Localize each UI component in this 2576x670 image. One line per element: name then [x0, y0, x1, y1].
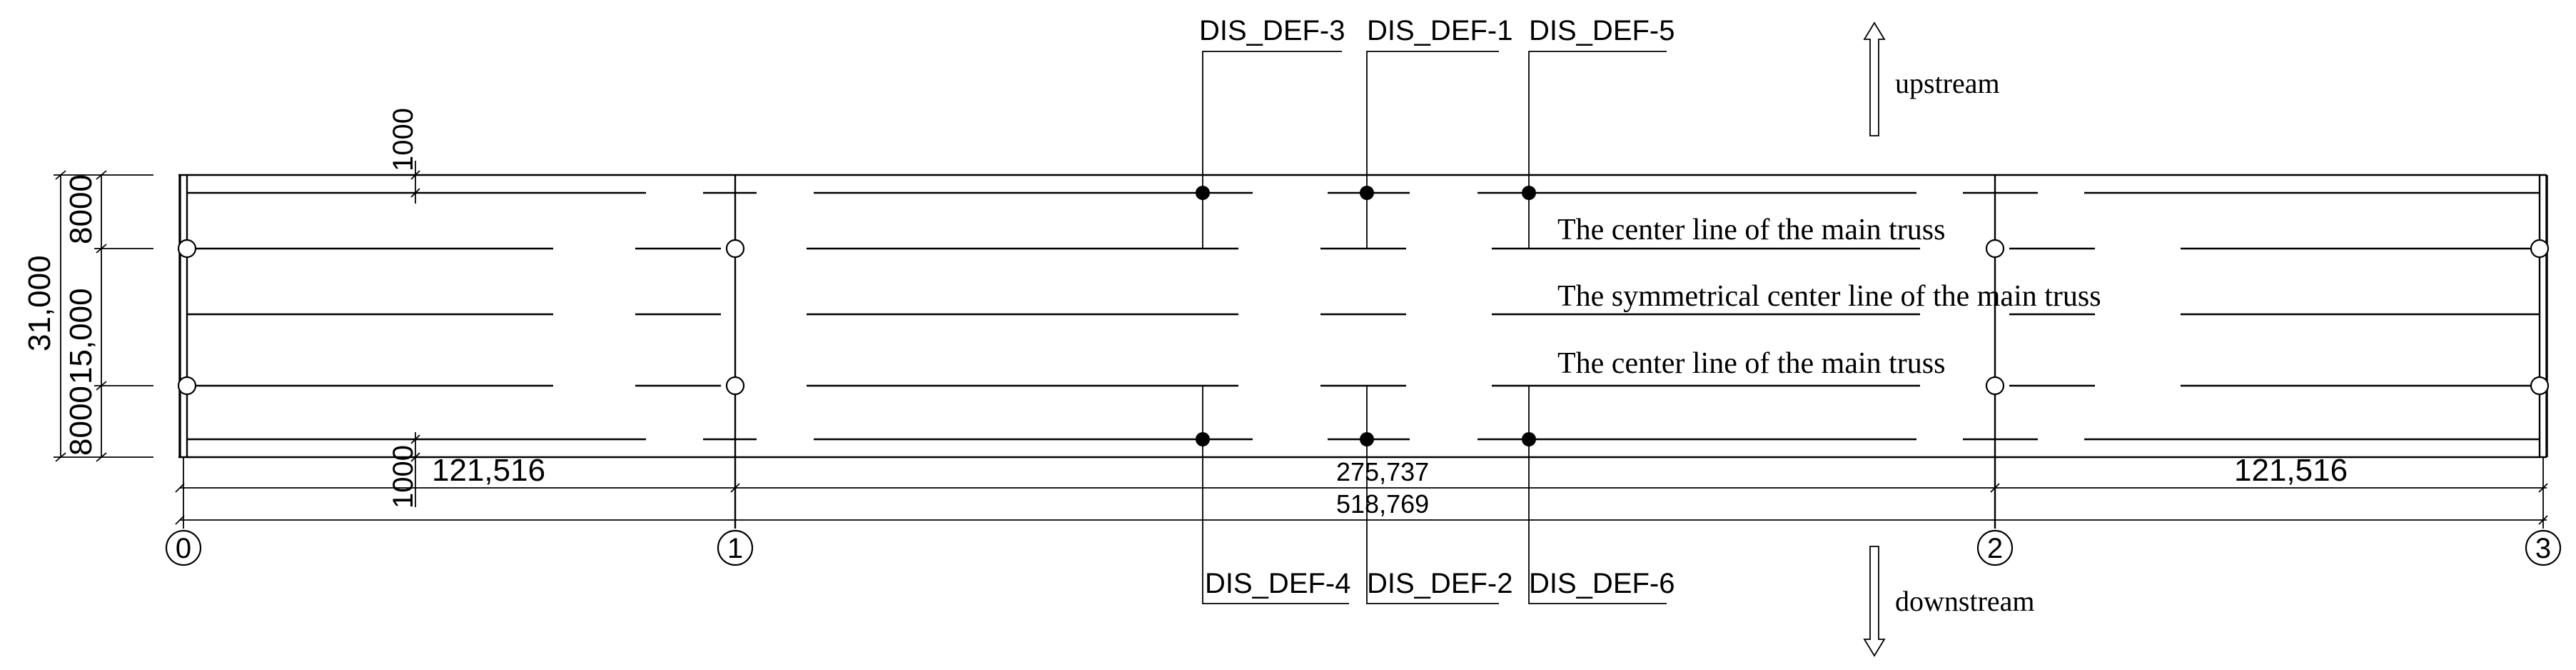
gauge-label-dis-def-5: DIS_DEF-5 [1529, 15, 1675, 46]
axis-bubble-0: 0 [165, 529, 202, 566]
gauge-label-dis-def-1: DIS_DEF-1 [1367, 15, 1513, 46]
gauge-label-dis-def-3: DIS_DEF-3 [1199, 15, 1345, 46]
dim-total-length: 518,769 [1336, 489, 1429, 519]
gauge-label-dis-def-2: DIS_DEF-2 [1367, 568, 1513, 599]
gauge-label-dis-def-6: DIS_DEF-6 [1529, 568, 1675, 599]
upstream-label: upstream [1895, 67, 2000, 99]
gauge-dis-def-6: DIS_DEF-6 [1522, 386, 1675, 604]
note-center-line-downstream: The center line of the main truss [1557, 347, 1945, 380]
offset-dimension-bottom: 1000 [388, 432, 420, 509]
downstream-arrow: downstream [1863, 546, 2035, 657]
axis-label-2: 2 [1987, 533, 2003, 564]
gauge-dis-def-3: DIS_DEF-3 [1196, 15, 1345, 249]
span-dimension-chain: 121,516 275,737 121,516 [175, 453, 2548, 493]
dim-offset-top: 1000 [388, 108, 419, 171]
bearing-3-upstream [2530, 239, 2550, 259]
gauge-point-dis-def-5 [1522, 186, 1536, 200]
bearing-2-upstream [1985, 239, 2005, 259]
dim-side-top: 8000 [64, 174, 99, 244]
offset-dimension-top: 1000 [388, 108, 420, 204]
gauge-dis-def-1: DIS_DEF-1 [1360, 15, 1513, 249]
dim-total-width: 31,000 [22, 255, 57, 351]
dim-side-bottom: 8000 [64, 386, 99, 456]
axis-bubble-2: 2 [1976, 529, 2014, 566]
dim-span-middle: 275,737 [1336, 457, 1429, 486]
gauge-dis-def-2: DIS_DEF-2 [1360, 386, 1513, 604]
gauge-dis-def-4: DIS_DEF-4 [1196, 386, 1351, 604]
gauge-point-dis-def-1 [1360, 186, 1374, 200]
note-symmetrical-center-line: The symmetrical center line of the main … [1557, 280, 2101, 313]
bearing-3-downstream [2530, 376, 2550, 396]
gauge-point-dis-def-2 [1360, 432, 1374, 446]
transverse-dimension-chain: 31,000 8000 15,000 8000 [22, 170, 153, 462]
axis-label-0: 0 [176, 533, 191, 564]
dim-middle: 15,000 [64, 288, 99, 384]
gauge-dis-def-5: DIS_DEF-5 [1522, 15, 1675, 249]
note-center-line-upstream: The center line of the main truss [1557, 214, 1945, 246]
axis-label-3: 3 [2535, 533, 2551, 564]
dim-span-right: 121,516 [2234, 453, 2348, 488]
dim-offset-bottom: 1000 [388, 445, 419, 509]
bearing-2-downstream [1985, 376, 2005, 396]
axis-label-1: 1 [727, 533, 743, 564]
downstream-label: downstream [1895, 585, 2035, 617]
gauge-label-dis-def-4: DIS_DEF-4 [1205, 568, 1351, 599]
total-length-dimension: 518,769 [175, 489, 2548, 525]
upstream-arrow: upstream [1863, 21, 2000, 136]
gauge-point-dis-def-6 [1522, 432, 1536, 446]
gauge-point-dis-def-4 [1196, 432, 1210, 446]
bearing-marks [177, 239, 2550, 396]
axis-bubble-3: 3 [2525, 529, 2562, 566]
dim-span-left: 121,516 [432, 453, 545, 488]
bearing-0-downstream [177, 376, 197, 396]
bearing-0-upstream [177, 239, 197, 259]
bearing-1-upstream [725, 239, 745, 259]
gauge-point-dis-def-3 [1196, 186, 1210, 200]
deck-outline [178, 174, 2548, 459]
bearing-1-downstream [725, 376, 745, 396]
axis-bubble-1: 1 [717, 529, 754, 566]
